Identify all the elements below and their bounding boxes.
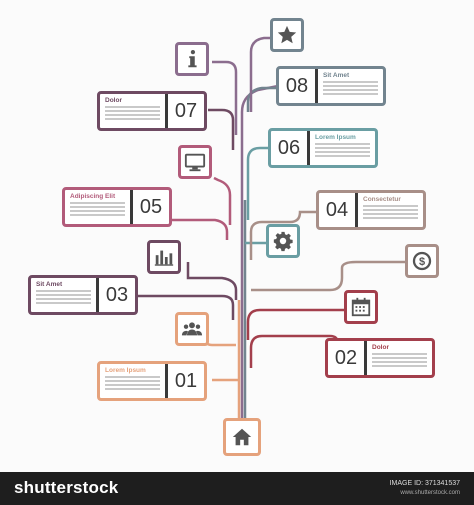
step-08-title: Sit Amet: [323, 72, 350, 79]
connector-dollar: [251, 260, 405, 292]
step-02-title: Dolor: [372, 344, 389, 351]
connector-07: [208, 108, 235, 150]
step-02: 02 Dolor: [325, 338, 435, 378]
step-05: Adipiscing Elit 05: [62, 187, 172, 227]
connector-04: [249, 210, 316, 260]
step-08: 08 Sit Amet: [276, 66, 386, 106]
step-07-number: 07: [165, 94, 204, 128]
connector-08: [246, 86, 278, 112]
info-icon: [175, 42, 209, 76]
connector-03: [138, 294, 235, 320]
step-01-title: Lorem Ipsum: [105, 367, 146, 374]
step-01-number: 01: [165, 364, 204, 398]
people-icon: [175, 312, 209, 346]
step-04: 04 Consectetur: [316, 190, 426, 230]
dollar-icon: $: [405, 244, 439, 278]
step-07: Dolor 07: [97, 91, 207, 131]
connector-06: [246, 146, 268, 220]
step-01: Lorem Ipsum 01: [97, 361, 207, 401]
connector-chart: [186, 262, 238, 300]
step-05-number: 05: [130, 190, 169, 224]
connector-star: [249, 36, 270, 112]
step-03-title: Sit Amet: [36, 281, 63, 288]
step-03: Sit Amet 03: [28, 275, 138, 315]
infographic-canvas: 08 Sit Amet Dolor 07 06 Lorem Ipsum Adip…: [28, 18, 439, 456]
step-06: 06 Lorem Ipsum: [268, 128, 378, 168]
image-id: IMAGE ID: 371341537: [389, 480, 460, 487]
svg-text:$: $: [419, 256, 425, 268]
step-07-title: Dolor: [105, 97, 122, 104]
step-06-number: 06: [271, 131, 310, 165]
calendar-icon: [344, 290, 378, 324]
site-url: www.shutterstock.com: [400, 490, 460, 496]
connector-05: [172, 218, 229, 240]
home-icon: [223, 418, 261, 456]
step-05-title: Adipiscing Elit: [70, 193, 116, 200]
connector-lines: [138, 36, 405, 418]
brand-logo: shutterstock: [14, 478, 119, 497]
connector-calendar: [246, 308, 344, 340]
connector-info: [212, 60, 238, 135]
monitor-icon: [178, 145, 212, 179]
step-04-number: 04: [319, 193, 358, 227]
gear-icon: [266, 224, 300, 258]
star-icon: [270, 18, 304, 52]
step-06-title: Lorem Ipsum: [315, 134, 356, 141]
bar-chart-icon: [147, 240, 181, 274]
step-08-number: 08: [279, 69, 318, 103]
footer-bar: shutterstock IMAGE ID: 371341537 www.shu…: [0, 472, 474, 505]
connector-monitor: [213, 176, 232, 225]
connector-people: [204, 333, 236, 347]
step-02-number: 02: [328, 341, 367, 375]
step-03-number: 03: [96, 278, 135, 312]
step-04-title: Consectetur: [363, 196, 401, 203]
